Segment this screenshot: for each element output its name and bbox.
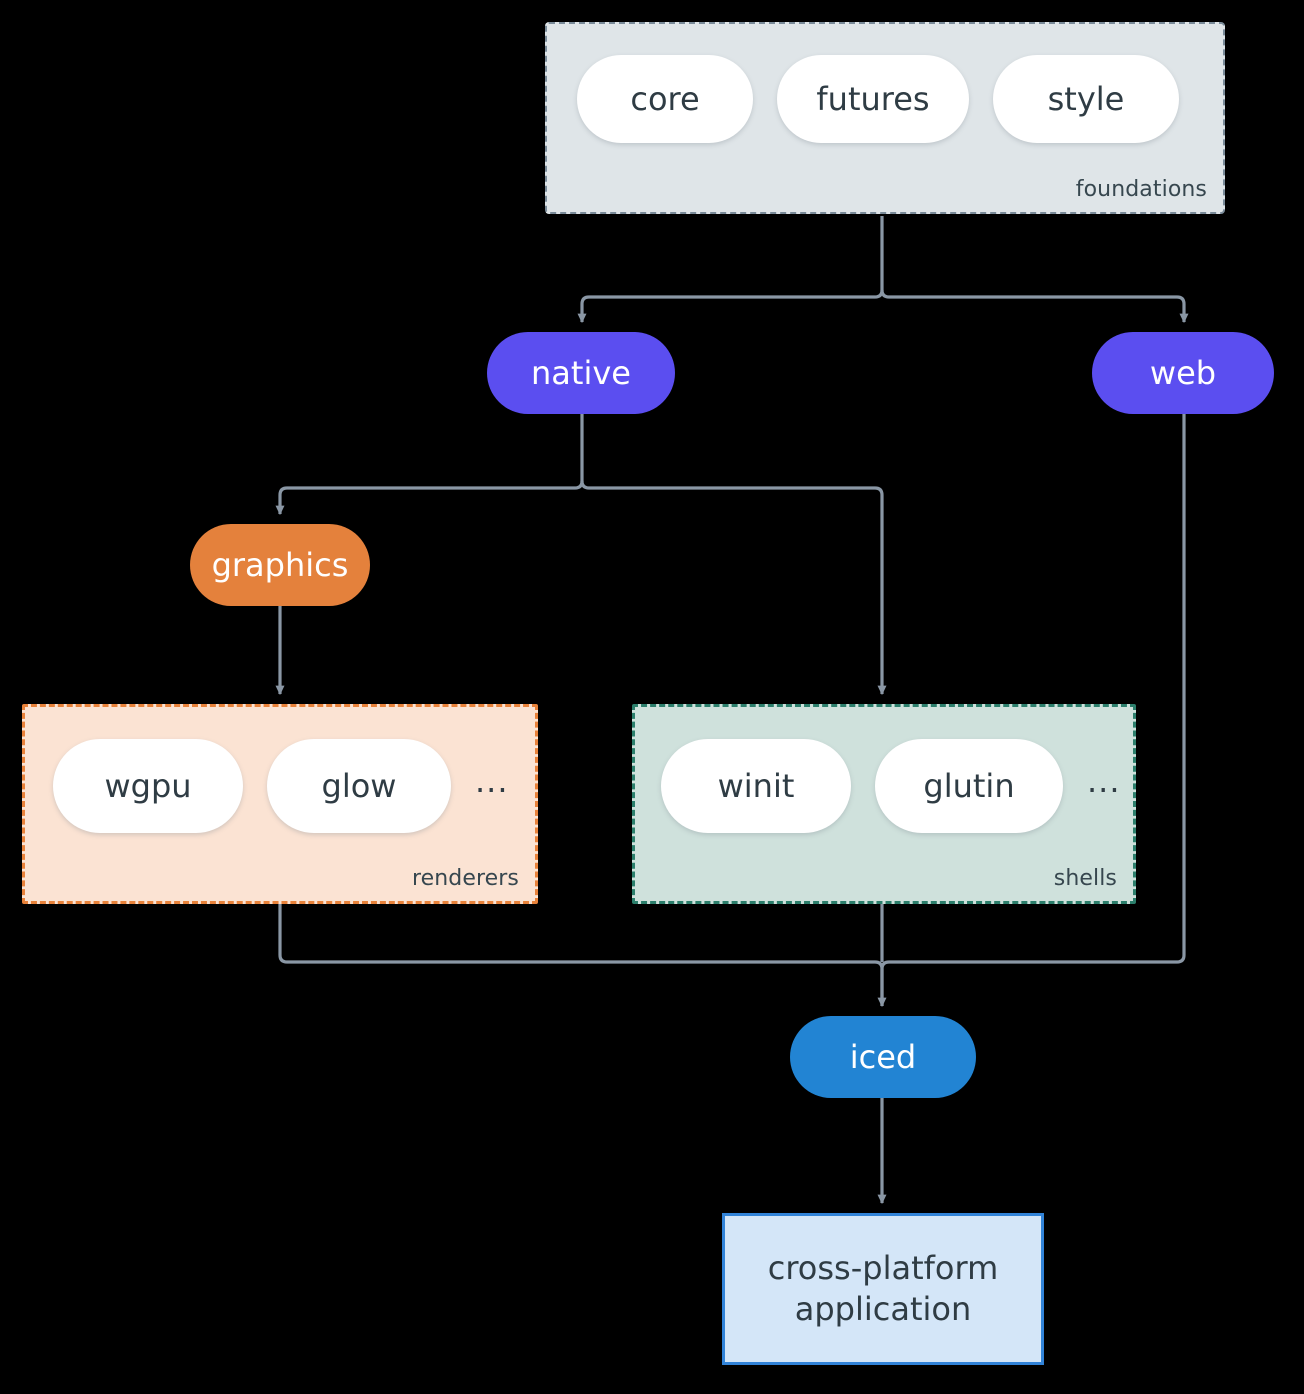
edge-renderers-iced [278,904,887,1008]
application-label-line-1: cross-platform [767,1249,999,1288]
edge-native-shells [580,480,887,696]
cluster-foundations: core futures style foundations [545,22,1225,214]
node-iced[interactable]: iced [790,1016,976,1098]
application-label-line-2: application [794,1290,972,1328]
cluster-shells: winit glutin ... shells [632,704,1136,904]
node-graphics[interactable]: graphics [190,524,370,606]
node-web[interactable]: web [1092,332,1274,414]
edge-foundations-web [880,289,1189,324]
cluster-label-shells: shells [1053,866,1117,891]
edge-native-graphics [275,414,584,516]
pill-winit[interactable]: winit [661,739,851,833]
cluster-label-renderers: renderers [411,866,519,891]
pill-glutin[interactable]: glutin [875,739,1063,833]
cluster-label-foundations: foundations [1075,177,1207,202]
cluster-renderers: wgpu glow ... renderers [22,704,538,904]
pill-glow[interactable]: glow [267,739,451,833]
shells-ellipsis: ... [1087,762,1121,800]
cluster-shells-items: winit glutin ... [661,739,1121,833]
node-native[interactable]: native [487,332,675,414]
cluster-foundations-items: core futures style [577,55,1179,143]
node-cross-platform-application[interactable]: cross-platform application [722,1213,1044,1365]
pill-style[interactable]: style [993,55,1179,143]
edge-foundations-native [577,216,884,324]
pill-futures[interactable]: futures [777,55,969,143]
cluster-renderers-items: wgpu glow ... [53,739,509,833]
pill-wgpu[interactable]: wgpu [53,739,243,833]
pill-core[interactable]: core [577,55,753,143]
renderers-ellipsis: ... [475,762,509,800]
